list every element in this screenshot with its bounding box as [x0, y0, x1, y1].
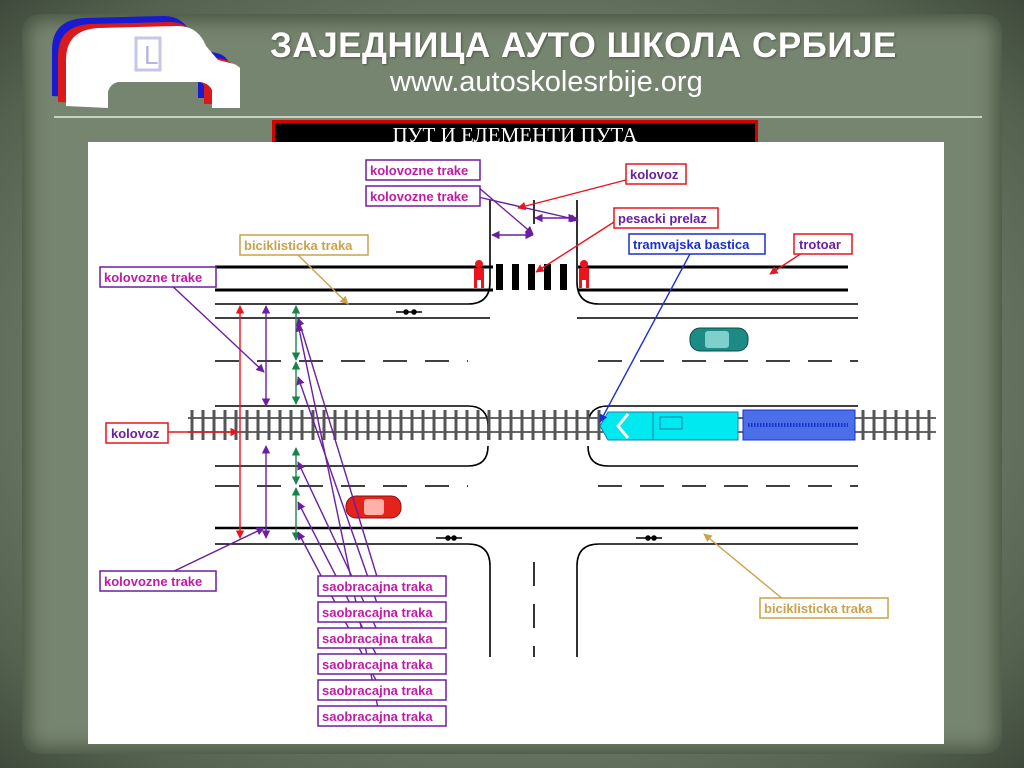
- label-saobracajna-traka-4: saobracajna traka: [317, 653, 447, 675]
- label-saobracajna-traka-3: saobracajna traka: [317, 627, 447, 649]
- pedestrian-crossing: [496, 264, 567, 290]
- label-kolovoz-top: kolovoz: [625, 163, 687, 185]
- svg-text:tramvajska bastica: tramvajska bastica: [633, 237, 750, 252]
- label-kolovoz-left: kolovoz: [105, 422, 169, 444]
- label-biciklisticka-traka-bottom: biciklisticka traka: [759, 597, 889, 619]
- svg-text:saobracajna traka: saobracajna traka: [322, 657, 433, 672]
- bicycle-icon: [396, 309, 662, 541]
- svg-text:biciklisticka traka: biciklisticka traka: [764, 601, 873, 616]
- label-kolovozne-trake-top1: kolovozne trake: [365, 159, 481, 181]
- header-divider: [54, 116, 982, 118]
- label-biciklisticka-traka-top: biciklisticka traka: [239, 234, 369, 256]
- svg-text:kolovoz: kolovoz: [111, 426, 160, 441]
- label-pesacki-prelaz: pesacki prelaz: [613, 207, 719, 229]
- website-url[interactable]: www.autoskolesrbije.org: [390, 66, 703, 98]
- svg-text:trotoar: trotoar: [799, 237, 841, 252]
- svg-text:saobracajna traka: saobracajna traka: [322, 683, 433, 698]
- label-saobracajna-traka-1: saobracajna traka: [317, 575, 447, 597]
- pedestrian-icon: [474, 260, 589, 288]
- svg-text:kolovozne trake: kolovozne trake: [370, 163, 468, 178]
- leader-lines: [167, 179, 803, 709]
- road-diagram-svg: kolovozne trake kolovozne trake kolovoz …: [99, 159, 936, 727]
- svg-text:biciklisticka traka: biciklisticka traka: [244, 238, 353, 253]
- dimension-arrows: [235, 213, 577, 541]
- label-trotoar: trotoar: [793, 233, 853, 255]
- svg-text:pesacki prelaz: pesacki prelaz: [618, 211, 707, 226]
- svg-text:saobracajna traka: saobracajna traka: [322, 579, 433, 594]
- label-kolovozne-trake-bottom: kolovozne trake: [99, 570, 217, 592]
- diagram-labels: kolovozne trake kolovozne trake kolovoz …: [99, 159, 889, 727]
- track-sleepers: [190, 410, 931, 440]
- label-saobracajna-traka-5: saobracajna traka: [317, 679, 447, 701]
- svg-text:kolovozne trake: kolovozne trake: [104, 574, 202, 589]
- label-kolovozne-trake-top2: kolovozne trake: [365, 185, 481, 207]
- car-teal-icon: [689, 327, 749, 352]
- car-red-icon: [345, 495, 402, 519]
- page-title: ЗАЈЕДНИЦА АУТО ШКОЛА СРБИЈЕ: [270, 26, 897, 65]
- svg-text:saobracajna traka: saobracajna traka: [322, 709, 433, 724]
- label-tramvajska-bastica: tramvajska bastica: [628, 233, 766, 255]
- label-kolovozne-trake-left: kolovozne trake: [99, 266, 217, 288]
- label-saobracajna-traka-2: saobracajna traka: [317, 601, 447, 623]
- tram: [599, 409, 856, 441]
- logo-icon: L: [52, 16, 240, 108]
- lane-dashes: [215, 200, 858, 657]
- svg-text:L: L: [144, 40, 158, 70]
- svg-text:kolovozne trake: kolovozne trake: [104, 270, 202, 285]
- svg-text:kolovoz: kolovoz: [630, 167, 679, 182]
- road-diagram: kolovozne trake kolovozne trake kolovoz …: [88, 142, 944, 744]
- label-saobracajna-traka-6: saobracajna traka: [317, 705, 447, 727]
- svg-text:saobracajna traka: saobracajna traka: [322, 605, 433, 620]
- svg-text:saobracajna traka: saobracajna traka: [322, 631, 433, 646]
- svg-text:kolovozne trake: kolovozne trake: [370, 189, 468, 204]
